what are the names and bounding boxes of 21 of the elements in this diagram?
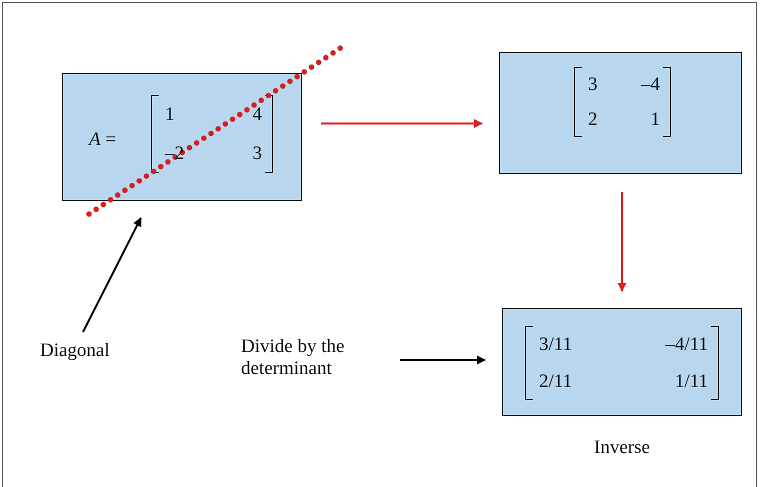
- arrow: [400, 356, 486, 364]
- matrix-box: [499, 52, 742, 174]
- annotation-text: Diagonal: [40, 340, 111, 362]
- matrix-entry: 3: [252, 142, 262, 164]
- matrix-entry: 2/11: [539, 370, 574, 392]
- arrow: [321, 119, 483, 128]
- matrix-entry: 1: [165, 104, 176, 126]
- arrow: [618, 192, 626, 292]
- matrix-entry: –4/11: [664, 334, 708, 356]
- matrix-entry: 2: [588, 108, 598, 130]
- annotation-text: Divide by the determinant: [241, 336, 346, 380]
- arrow: [82, 217, 142, 332]
- matrix-entry: 3/11: [539, 334, 574, 356]
- caption-text: Inverse: [593, 437, 651, 459]
- matrix-entry: 1: [650, 108, 660, 130]
- matrix-entry: 3: [588, 74, 598, 96]
- matrix-entry: 4: [252, 104, 262, 126]
- matrix-box: [62, 73, 302, 201]
- matrix-entry: 1/11: [674, 370, 708, 392]
- matrix-label: A =: [89, 129, 116, 151]
- matrix-entry: –4: [640, 74, 660, 96]
